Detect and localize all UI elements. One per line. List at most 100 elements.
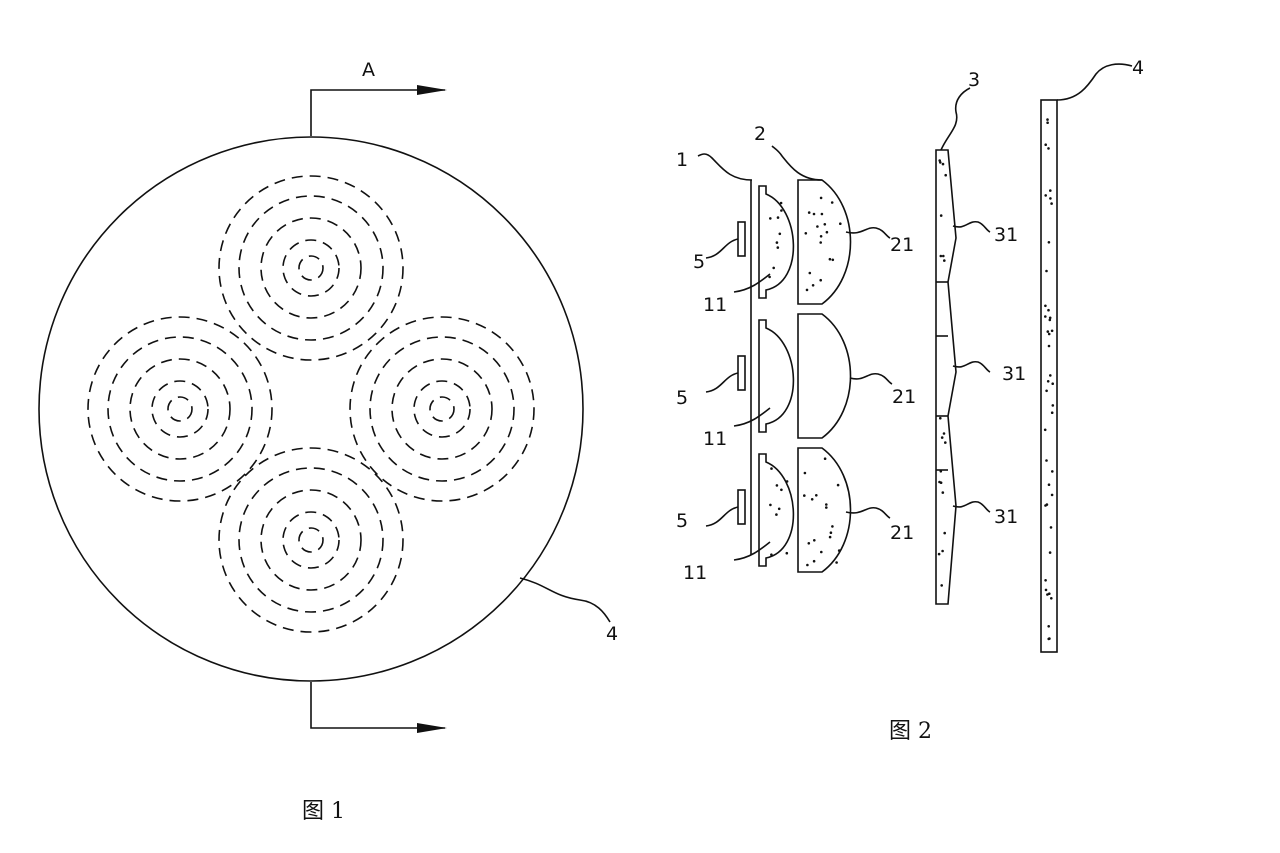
- ref-diffuser-zone-bottom: 31: [994, 506, 1018, 528]
- speckle: [819, 278, 822, 282]
- leader-led-bottom: [705, 506, 739, 527]
- speckle: [1044, 588, 1048, 592]
- ref-led-bottom: 5: [676, 510, 688, 532]
- ref-diffuser: 3: [968, 69, 980, 91]
- speckle: [803, 471, 807, 475]
- leader-outer-lens-bottom: [845, 506, 891, 519]
- speckle: [939, 416, 942, 420]
- speckle: [831, 525, 834, 528]
- speckle: [1047, 625, 1050, 628]
- leader-inner-lens-bottom: [733, 541, 771, 561]
- speckle: [836, 483, 840, 487]
- lens-group-bottom: [218, 447, 404, 633]
- speckle: [1049, 189, 1052, 192]
- speckle: [804, 232, 808, 235]
- speckle: [819, 241, 822, 244]
- ref-lens-group: 2: [754, 123, 766, 145]
- ref-led-top: 5: [693, 251, 705, 273]
- speckle: [1044, 143, 1047, 146]
- speckle: [776, 216, 780, 219]
- speckle: [775, 241, 779, 244]
- speckle: [825, 230, 829, 234]
- speckle: [830, 201, 834, 204]
- speckle: [1045, 389, 1048, 393]
- leader-board: [697, 153, 753, 181]
- speckle: [1046, 380, 1050, 383]
- speckle: [768, 275, 771, 279]
- speckle: [785, 551, 789, 555]
- speckle: [1049, 197, 1052, 200]
- led-middle: [737, 355, 746, 391]
- lens-group-top: [218, 175, 404, 361]
- caption-fig1: 图 1: [302, 799, 345, 824]
- speckle: [1047, 344, 1051, 348]
- speckle: [941, 162, 945, 166]
- speckle: [812, 559, 816, 563]
- speckle: [778, 232, 782, 236]
- speckle: [825, 506, 828, 509]
- cover-plate: [1040, 99, 1058, 653]
- speckle: [1046, 330, 1050, 333]
- leader-cover: [519, 577, 611, 623]
- speckle: [1044, 315, 1047, 318]
- caption-fig2: 图 2: [889, 719, 932, 744]
- speckle: [943, 531, 946, 535]
- speckle: [1048, 551, 1052, 554]
- speckle: [1048, 318, 1052, 322]
- ref-diffuser-zone-top: 31: [994, 224, 1018, 246]
- leader-led-middle: [705, 372, 739, 393]
- speckle: [775, 513, 778, 516]
- speckle: [942, 254, 945, 258]
- speckle: [1045, 459, 1048, 462]
- inner-lens-bottom: [758, 453, 795, 567]
- leader-cover-fig2: [1056, 63, 1133, 101]
- speckle: [775, 484, 779, 487]
- speckle: [811, 284, 815, 287]
- speckle: [785, 480, 789, 483]
- speckle: [805, 288, 809, 292]
- speckle: [1044, 194, 1047, 197]
- leader-lens-group: [771, 145, 823, 181]
- speckle: [942, 432, 946, 435]
- ref-inner-lens-top: 11: [703, 294, 727, 316]
- ref-cover-fig2: 4: [1132, 57, 1144, 79]
- ref-board: 1: [676, 149, 688, 171]
- speckle: [780, 488, 783, 492]
- ref-cover-fig1: 4: [606, 623, 618, 645]
- ref-outer-lens-middle: 21: [892, 386, 916, 408]
- speckle: [944, 441, 947, 444]
- speckle: [819, 235, 823, 238]
- speckle: [807, 211, 811, 214]
- speckle: [937, 552, 941, 556]
- section-arrow-bottom: [310, 682, 447, 733]
- speckle: [828, 257, 832, 261]
- speckle: [770, 553, 773, 556]
- speckle: [812, 212, 816, 216]
- speckle: [777, 507, 781, 511]
- speckle: [1046, 121, 1049, 124]
- speckle: [939, 254, 943, 258]
- inner-lens-middle: [758, 319, 795, 433]
- material-hatching: [768, 118, 1055, 641]
- speckle: [1046, 118, 1049, 121]
- ref-led-middle: 5: [676, 387, 688, 409]
- speckle: [772, 266, 775, 270]
- speckle: [1051, 382, 1054, 386]
- speckle: [941, 549, 944, 553]
- speckle: [1048, 316, 1052, 320]
- speckle: [779, 201, 783, 205]
- speckle: [769, 503, 772, 507]
- speckle: [943, 259, 946, 262]
- speckle: [1047, 332, 1051, 336]
- outer-lens-top: [797, 179, 852, 305]
- speckle: [1050, 202, 1053, 205]
- leader-inner-lens-top: [733, 273, 771, 293]
- speckle: [939, 481, 943, 485]
- speckle: [1045, 269, 1048, 273]
- speckle: [829, 531, 833, 534]
- ref-inner-lens-middle: 11: [703, 428, 727, 450]
- speckle: [1050, 411, 1054, 415]
- speckle: [1049, 526, 1053, 529]
- section-arrow-top: [310, 85, 447, 136]
